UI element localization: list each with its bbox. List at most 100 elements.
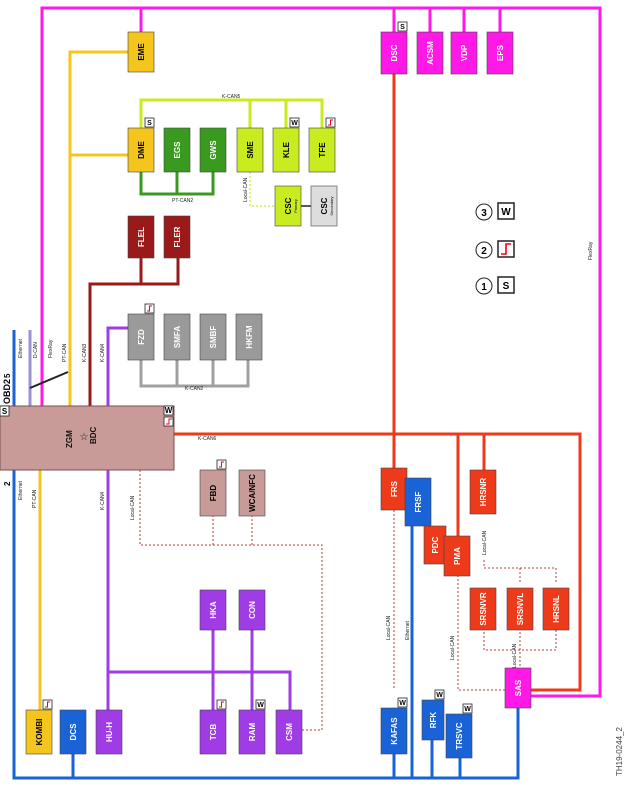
- svg-text:PT-CAN: PT-CAN: [32, 489, 38, 508]
- obd-label: OBD2: [2, 379, 12, 404]
- svg-text:W: W: [291, 120, 298, 127]
- svg-text:FlexRay: FlexRay: [48, 339, 54, 358]
- ecu-frsf[interactable]: FRSF: [404, 477, 432, 527]
- ecu-label-dcs: DCS: [69, 723, 78, 741]
- svg-text:K-CAN2: K-CAN2: [185, 386, 204, 392]
- ecu-tcb[interactable]: TCB: [199, 699, 227, 755]
- ecu-gws[interactable]: GWS: [199, 127, 227, 173]
- ecu-vdp[interactable]: VDP: [450, 31, 478, 75]
- ecu-pdc[interactable]: PDC: [423, 525, 447, 565]
- ecu-kafas[interactable]: KAFAS W: [380, 697, 408, 755]
- svg-text:W: W: [436, 692, 443, 699]
- ecu-label-con: CON: [248, 601, 257, 619]
- ecu-label-flel: FLEL: [137, 227, 146, 247]
- ecu-label-frsf: FRSF: [414, 491, 423, 512]
- ecu-label-pma: PMA: [453, 547, 462, 565]
- svg-text:2: 2: [481, 246, 487, 257]
- figure-id: TH19-0244_2: [615, 727, 624, 776]
- ecu-label-hrsnl: HRSNL: [552, 595, 561, 623]
- bdc-label: BDC: [89, 426, 98, 444]
- svg-text:W: W: [464, 706, 471, 713]
- zgm-label: ZGM: [65, 430, 74, 448]
- svg-text:W: W: [399, 700, 406, 707]
- ecu-label-acsm: ACSM: [426, 41, 435, 65]
- ecu-label-srsnvl: SRSNVL: [516, 593, 525, 626]
- ecu-tfe[interactable]: TFE: [308, 117, 336, 173]
- ecu-eme[interactable]: EME: [127, 31, 155, 73]
- ecu-hrsnr[interactable]: HRSNR: [469, 469, 497, 515]
- ecu-label-fbd: FBD: [209, 485, 218, 502]
- svg-text:FlexRay: FlexRay: [588, 241, 594, 260]
- ecu-pma[interactable]: PMA: [443, 535, 471, 577]
- svg-text:S: S: [400, 24, 405, 31]
- ecu-hkfm[interactable]: HKFM: [235, 313, 263, 361]
- ecu-dcs[interactable]: DCS: [59, 709, 87, 755]
- ecu-kle[interactable]: KLE W: [272, 117, 300, 173]
- svg-text:Primary: Primary: [293, 199, 298, 213]
- svg-text:PT-CAN: PT-CAN: [62, 343, 68, 362]
- ecu-label-fler: FLER: [173, 226, 182, 247]
- ecu-wcanfc[interactable]: WCA/NFC: [238, 469, 266, 517]
- svg-text:Secondary: Secondary: [329, 196, 334, 215]
- ecu-label-fzd: FZD: [137, 329, 146, 345]
- ecu-con[interactable]: CON: [238, 589, 266, 631]
- ecu-fbd[interactable]: FBD: [199, 459, 227, 517]
- ecu-label-sme: SME: [246, 141, 255, 159]
- badge-dsc: [397, 21, 408, 32]
- svg-text:W: W: [501, 207, 511, 218]
- ecu-egs[interactable]: EGS: [163, 127, 191, 173]
- ecu-label-srsnvr: SRSNVR: [479, 592, 488, 626]
- ecu-kombi[interactable]: KOMBI: [25, 699, 53, 755]
- ptcan-bus: [38, 50, 130, 718]
- badge-rfk: [434, 689, 445, 700]
- ecu-label-vdp: VDP: [460, 44, 469, 61]
- ecu-srsnvr[interactable]: SRSNVR: [469, 587, 497, 631]
- ecu-srsnvl[interactable]: SRSNVL: [506, 587, 534, 631]
- kcan6-bus: [174, 68, 582, 692]
- ecu-rfk[interactable]: RFK W: [421, 689, 445, 741]
- ecu-sme[interactable]: SME: [236, 127, 264, 173]
- ecu-label-csc1: CSC: [284, 197, 293, 214]
- ecu-hka[interactable]: HKA: [199, 589, 227, 631]
- ecu-smbf[interactable]: SMBF: [199, 313, 227, 361]
- ecu-fzd[interactable]: FZD: [127, 303, 155, 361]
- ecu-label-csc2: CSC: [320, 197, 329, 214]
- ecu-label-eme: EME: [137, 43, 146, 61]
- ecu-label-kle: KLE: [282, 141, 291, 158]
- ecu-label-kafas: KAFAS: [390, 717, 399, 745]
- ecu-eps[interactable]: EPS: [486, 31, 514, 75]
- ecu-label-smfa: SMFA: [173, 326, 182, 348]
- ecu-label-eps: EPS: [496, 44, 505, 61]
- ecu-label-kombi: KOMBI: [35, 719, 44, 746]
- ecu-fler[interactable]: FLER: [163, 215, 191, 259]
- legend: 3 W 2 1 S: [475, 202, 515, 295]
- svg-text:Local-CAN: Local-CAN: [512, 643, 518, 668]
- ecu-huh[interactable]: HU-H: [95, 709, 123, 755]
- badge-dme: [144, 117, 155, 128]
- ecu-smfa[interactable]: SMFA: [163, 313, 191, 361]
- ecu-label-wcanfc: WCA/NFC: [248, 474, 257, 512]
- ecu-csm[interactable]: CSM: [275, 709, 303, 755]
- ecu-label-rfk: RFK: [429, 712, 438, 729]
- ecu-label-dme: DME: [137, 140, 146, 158]
- ecu-label-ram: RAM: [248, 723, 257, 742]
- svg-text:PT-CAN2: PT-CAN2: [172, 198, 193, 204]
- ecu-frs[interactable]: FRS: [380, 467, 408, 511]
- kcan2-bus: [139, 360, 250, 388]
- svg-text:K-CAN4: K-CAN4: [100, 491, 106, 510]
- svg-text:K-CAN6: K-CAN6: [198, 436, 217, 442]
- zgm-bdc-box[interactable]: ZGM BDC ☆ S W: [0, 405, 175, 471]
- ecu-sas[interactable]: SAS: [504, 667, 532, 709]
- badge-kle: [289, 117, 300, 128]
- ecu-hrsnl[interactable]: HRSNL: [542, 587, 570, 631]
- svg-text:K-CAN4: K-CAN4: [100, 343, 106, 362]
- ecu-flel[interactable]: FLEL: [127, 215, 155, 259]
- ecu-acsm[interactable]: ACSM: [416, 31, 444, 75]
